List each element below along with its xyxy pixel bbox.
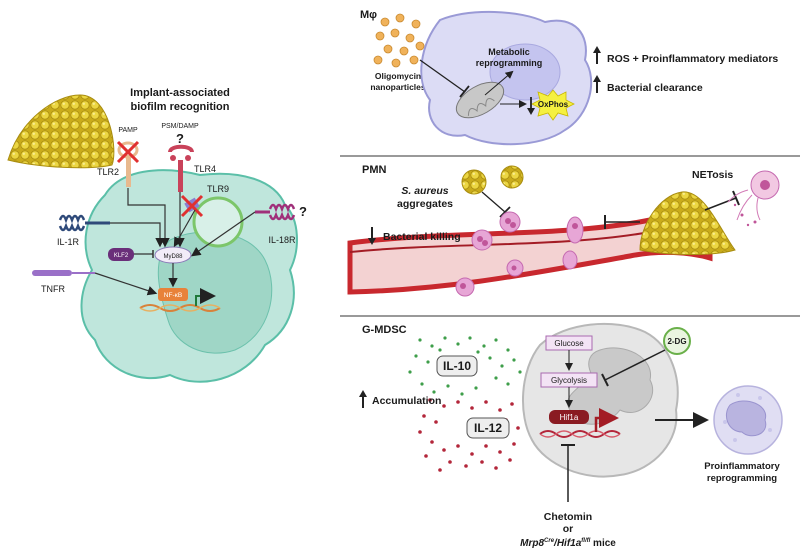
il12-label: IL-12: [474, 421, 502, 435]
tlr2-receptor: [116, 140, 140, 187]
nanoparticles: [373, 13, 425, 68]
left-title-line1: Implant-associated: [130, 87, 230, 99]
twodg-circle: [663, 327, 691, 355]
glycolysis-label: Glycolysis: [551, 376, 587, 385]
netosis-label: NETosis: [692, 169, 733, 181]
aggregate-1: [461, 169, 487, 195]
clearance-label: Bacterial clearance: [607, 82, 703, 94]
gmdsc-dna: [539, 430, 621, 438]
oxphos-burst: [531, 89, 575, 121]
klf2-label: KLF2: [114, 253, 129, 259]
il18r-question: ?: [299, 204, 307, 219]
mitochondrion: [455, 81, 505, 119]
tlr4-receptor: [168, 144, 194, 192]
klf2-node: [108, 248, 134, 261]
oxphos-down-arrow: [527, 97, 535, 115]
pmn-panel: PMN S. aureus aggregates Bacterial: [347, 164, 780, 297]
twodg-label: 2-DG: [667, 337, 686, 346]
il12-box: [466, 417, 510, 439]
chetomin-label: Chetomin: [544, 511, 592, 523]
tnfr-label: TNFR: [41, 284, 65, 294]
oligo-line1: Oligomycin: [375, 71, 421, 81]
pmn-biofilm: [639, 191, 736, 255]
pamp-label: PAMP: [118, 127, 138, 134]
mphi-panel: Mφ Oligomycin nanoparticles Metabolic re…: [360, 9, 778, 146]
aggr-line1: S. aureus: [401, 185, 448, 197]
proinf-line1: Proinflammatory: [704, 461, 780, 472]
biofilm-triangle: [7, 94, 115, 169]
endosome: [192, 196, 244, 248]
myd88-label: MyD88: [163, 254, 183, 260]
il10-box: [436, 355, 478, 377]
psm-damp-label: PSM/DAMP: [161, 123, 199, 130]
il18r-receptor: [255, 203, 296, 221]
mice-label: Mrp8Cre/Hif1afl/fl mice: [520, 538, 616, 549]
killing-down-arrow: [368, 227, 376, 245]
tlr9-receptor: [180, 194, 204, 218]
ros-up-arrow: [593, 46, 601, 64]
oxphos-label: OxPhos: [538, 100, 569, 109]
left-panel: Implant-associated biofilm recognition P…: [7, 87, 307, 383]
accumulation-label: Accumulation: [372, 395, 441, 407]
glucose-label: Glucose: [554, 339, 584, 348]
tlr2-label: TLR2: [97, 167, 119, 177]
hif1a-label: Hif1a: [560, 413, 579, 422]
transcription-arrow: [195, 288, 216, 306]
il10-label: IL-10: [443, 359, 471, 373]
mphi-label: Mφ: [360, 9, 377, 21]
killing-label: Bacterial killing: [383, 231, 461, 243]
il1r-receptor: [58, 214, 110, 232]
signaling-arrows: [94, 188, 256, 296]
tlr9-label: TLR9: [207, 184, 229, 194]
tlr4-label: TLR4: [194, 164, 216, 174]
metab-line1: Metabolic: [488, 47, 530, 57]
pmn-label: PMN: [362, 164, 387, 176]
tlr4-question: ?: [176, 131, 184, 146]
aggr-line2: aggregates: [397, 198, 453, 210]
oligo-line2: nanoparticles: [370, 82, 426, 92]
ros-label: ROS + Proinflammatory mediators: [607, 53, 778, 65]
accumulation-up-arrow: [359, 390, 367, 408]
metab-line2: reprogramming: [476, 58, 543, 68]
netosis-cell: [727, 170, 780, 227]
nfkb-node: [158, 288, 188, 301]
left-title-line2: biofilm recognition: [131, 101, 230, 113]
hif1a-box: [549, 410, 589, 424]
il18r-label: IL-18R: [268, 235, 296, 245]
clearance-up-arrow: [593, 75, 601, 93]
il1r-label: IL-1R: [57, 237, 80, 247]
nfkb-label: NF-κB: [164, 292, 182, 299]
il10-dots: [408, 336, 522, 396]
gmdsc-label: G-MDSC: [362, 324, 407, 336]
tnfr-receptor: [32, 270, 95, 276]
gmdsc-transcription-arrow: [594, 408, 619, 432]
proinf-line2: reprogramming: [707, 473, 777, 484]
or-label: or: [563, 523, 574, 535]
gmdsc-panel: G-MDSC IL-10 IL-12: [359, 322, 783, 549]
aggregate-2: [500, 165, 524, 189]
